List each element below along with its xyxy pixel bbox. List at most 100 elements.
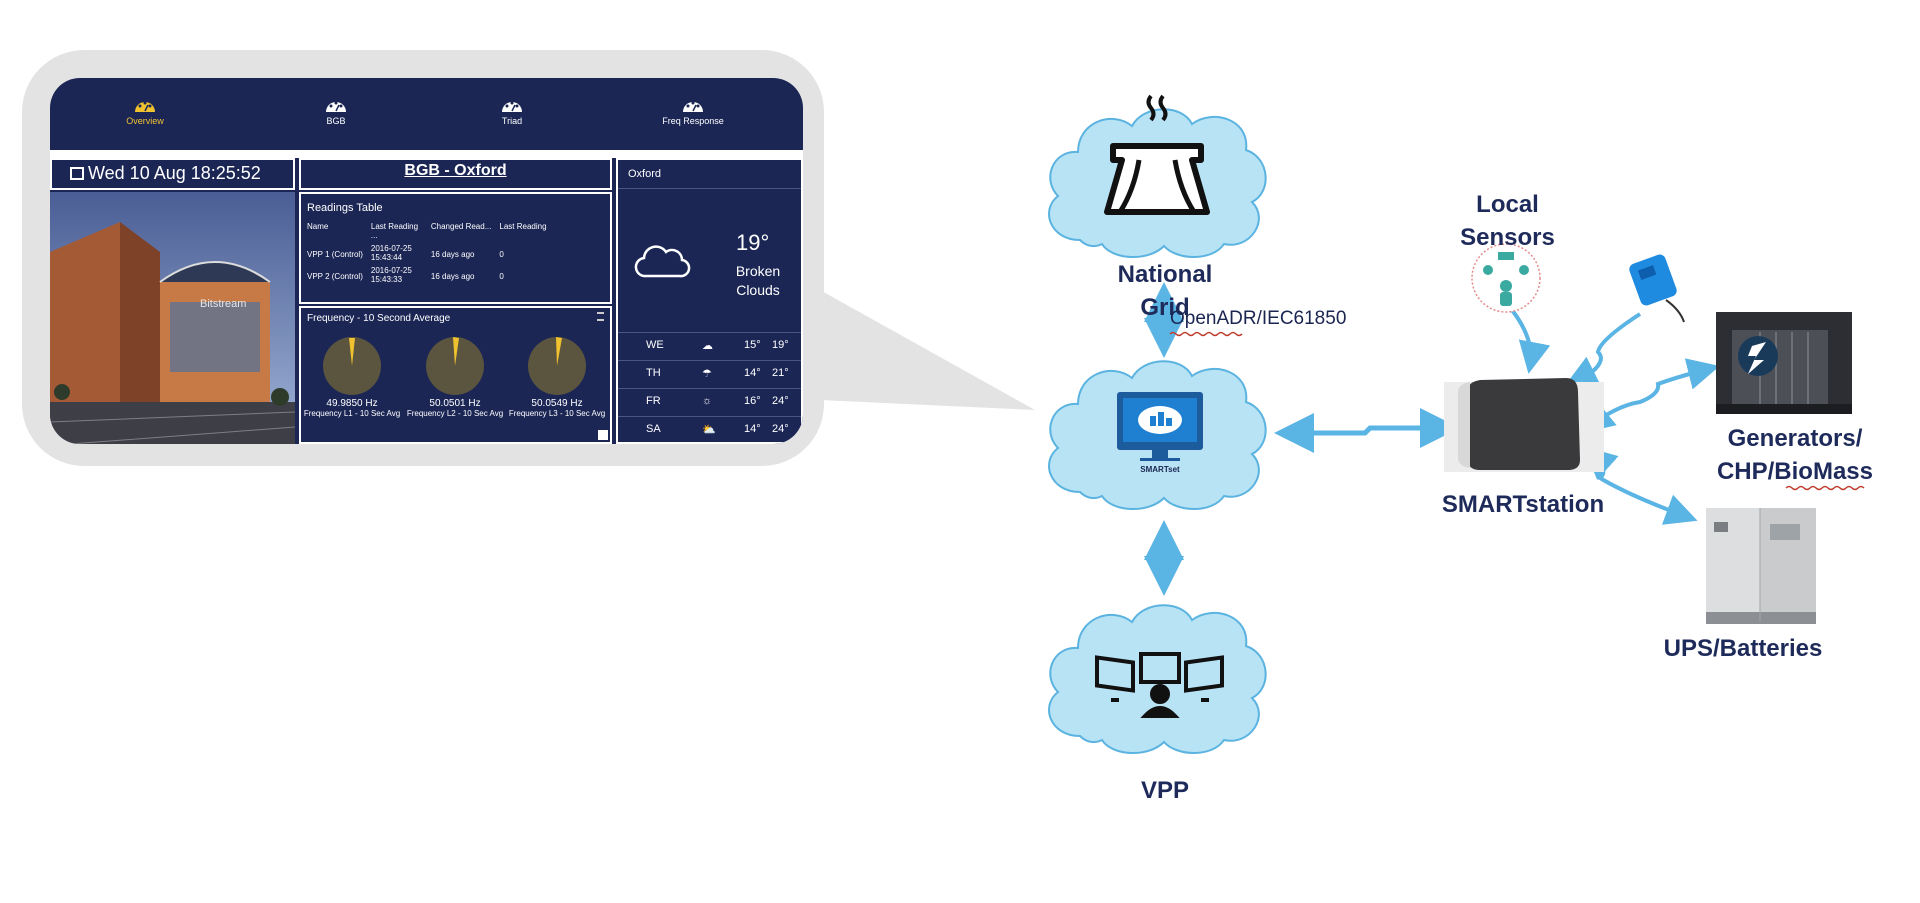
monitor-icon	[1117, 392, 1203, 461]
menu-icon[interactable]	[597, 312, 604, 321]
gauge-caption: Frequency L1 - 10 Sec Avg	[303, 409, 401, 418]
table-cell: 2016-07-25 15:43:44	[370, 244, 412, 262]
ups-label: UPS/Batteries	[1663, 635, 1823, 662]
forecast-low: 14°	[744, 367, 761, 379]
clamp-sensor-arrow	[1567, 312, 1642, 389]
forecast-low: 16°	[744, 395, 761, 407]
frequency-gauge: 49.9850 Hz Frequency L1 - 10 Sec Avg	[303, 336, 401, 419]
nav-item-triad[interactable]: Triad	[452, 96, 572, 126]
nav-item-overview[interactable]: Overview	[85, 96, 205, 126]
table-cell: 16 days ago	[430, 272, 475, 281]
sensors-arrow	[1510, 308, 1551, 374]
weather-description: Broken Clouds	[718, 262, 798, 300]
readings-table: Name Last Reading ... Changed Read... La…	[305, 220, 553, 286]
nav-item-freq-response[interactable]: Freq Response	[633, 96, 753, 126]
gauge-value: 50.0501 Hz	[429, 398, 481, 409]
table-cell: 0	[499, 272, 504, 281]
forecast-row: SA ⛅ 14° 24°	[618, 416, 801, 444]
weather-cloud-icon: ☁	[702, 340, 713, 352]
table-cell: VPP 2 (Control)	[307, 272, 363, 281]
readings-table-panel: Readings Table Name Last Reading ... Cha…	[299, 192, 612, 304]
forecast-high: 19°	[772, 339, 789, 351]
column-header[interactable]: Changed Read...	[430, 222, 492, 231]
gauge-icon	[502, 101, 522, 112]
forecast-day: SA	[646, 423, 661, 435]
weather-location: Oxford	[618, 160, 801, 189]
generators-arrow	[1581, 358, 1720, 434]
frequency-gauge: 50.0549 Hz Frequency L3 - 10 Sec Avg	[508, 336, 606, 419]
gauge-icon	[683, 101, 703, 112]
frequency-gauge: 50.0501 Hz Frequency L2 - 10 Sec Avg	[406, 336, 504, 419]
gauge-value: 49.9850 Hz	[326, 398, 378, 409]
weather-sun-icon: ☼	[702, 395, 713, 407]
vpp-cloud	[1048, 604, 1267, 755]
forecast-day: WE	[646, 339, 664, 351]
table-cell: 16 days ago	[430, 250, 475, 259]
forecast-high: 21°	[772, 367, 789, 379]
building-sign: Bitstream	[200, 298, 246, 310]
forecast-high: 24°	[772, 395, 789, 407]
column-header[interactable]: Name	[307, 222, 329, 231]
nav-item-bgb[interactable]: BGB	[276, 96, 396, 126]
local-sensors-label: Local Sensors	[1460, 191, 1555, 251]
expand-icon[interactable]	[598, 430, 608, 440]
readings-title: Readings Table	[307, 202, 383, 214]
table-header-row: Name Last Reading ... Changed Read... La…	[305, 220, 553, 242]
nav-label: BGB	[326, 116, 346, 126]
forecast-row: TH ☂ 14° 21°	[618, 360, 801, 389]
weather-panel: Oxford 19° Broken Clouds WE ☁ 15° 19° TH…	[616, 158, 803, 444]
frequency-title: Frequency - 10 Second Average	[307, 313, 451, 324]
cloud-icon	[634, 245, 691, 278]
forecast-row: WE ☁ 15° 19°	[618, 332, 801, 361]
local-sensors-icon	[1471, 243, 1541, 313]
forecast-high: 24°	[772, 423, 789, 435]
gauge-dial-icon	[528, 337, 586, 395]
nav-label: Overview	[126, 116, 164, 126]
generator-icon	[1716, 312, 1852, 414]
gauge-caption: Frequency L3 - 10 Sec Avg	[508, 409, 606, 418]
spellcheck-underline	[1785, 485, 1865, 491]
table-cell: 0	[499, 250, 504, 259]
gauge-value: 50.0549 Hz	[531, 398, 583, 409]
forecast-row: FR ☼ 16° 24°	[618, 388, 801, 417]
forecast-day: TH	[646, 367, 661, 379]
forecast-low: 15°	[744, 339, 761, 351]
table-cell: 2016-07-25 15:43:33	[370, 266, 412, 284]
weather-temp: 19°	[736, 230, 770, 255]
gauge-caption: Frequency L2 - 10 Sec Avg	[406, 409, 504, 418]
table-row[interactable]: VPP 2 (Control) 2016-07-25 15:43:33 16 d…	[305, 264, 553, 286]
generators-label: Generators/ CHP/BioMass	[1716, 425, 1874, 485]
forecast-day: FR	[646, 395, 661, 407]
table-cell: VPP 1 (Control)	[307, 250, 363, 259]
weather-desc-line: Clouds	[736, 282, 780, 298]
building-image: Bitstream	[50, 192, 295, 444]
datetime-text: Wed 10 Aug 18:25:52	[88, 163, 261, 183]
operator-workstation-icon	[1095, 652, 1224, 718]
table-row[interactable]: VPP 1 (Control) 2016-07-25 15:43:44 16 d…	[305, 242, 553, 264]
power-station-icon	[1104, 94, 1210, 215]
gauge-dial-icon	[426, 337, 484, 395]
gauge-icon	[135, 101, 155, 112]
gauge-dial-icon	[323, 337, 381, 395]
national-grid-label: National Grid	[1117, 261, 1213, 321]
vpp-label: VPP	[1140, 777, 1190, 804]
column-header[interactable]: Last Reading ...	[370, 222, 419, 240]
frequency-panel: Frequency - 10 Second Average 49.9850 Hz…	[299, 306, 612, 444]
gauge-icon	[326, 101, 346, 112]
smartstation-label: SMARTstation	[1441, 491, 1605, 518]
weather-desc-line: Broken	[735, 263, 781, 279]
site-title[interactable]: BGB - Oxford	[299, 158, 612, 190]
ups-cabinet-icon	[1706, 508, 1816, 624]
dashboard-screenshot: Overview BGB Triad Freq Response Wed 10 …	[50, 78, 803, 444]
smartset-smartstation-arrow	[1274, 408, 1460, 453]
smartset-caption: SMARTset	[1140, 465, 1180, 474]
building-photo: Bitstream	[50, 192, 295, 444]
smartstation-device-icon	[1444, 378, 1604, 472]
nav-label: Triad	[501, 116, 523, 126]
column-header[interactable]: Last Reading	[499, 222, 547, 231]
nav-divider	[50, 150, 803, 158]
calendar-icon	[70, 167, 84, 180]
clamp-sensor-icon	[1629, 254, 1685, 323]
